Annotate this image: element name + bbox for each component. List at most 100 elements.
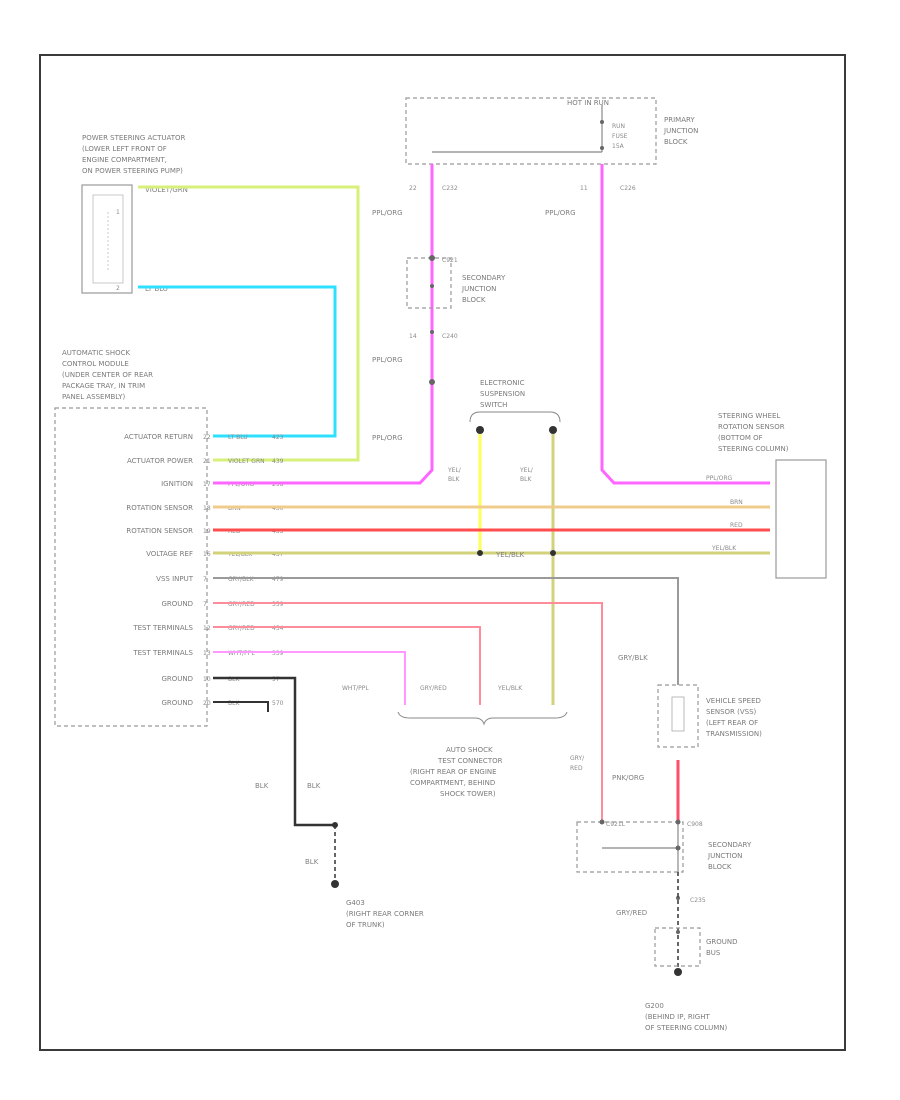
power-steering-actuator: POWER STEERING ACTUATOR (LOWER LEFT FRON… xyxy=(81,134,188,294)
primary-jb-label-3: BLOCK xyxy=(664,138,688,146)
lt-blu-wire xyxy=(138,285,337,438)
conn-c908: C908 xyxy=(687,821,703,828)
module-pin-circuit: 57 xyxy=(272,676,280,683)
g200-label-2: (BEHIND IP, RIGHT xyxy=(645,1013,710,1021)
module-pin-label: ACTUATOR RETURN xyxy=(124,433,193,441)
blk-label-1: BLK xyxy=(255,782,269,790)
sjb1-label-3: BLOCK xyxy=(462,296,486,304)
violet-grn-wire xyxy=(138,185,360,462)
module-pin-number: 16 xyxy=(203,551,211,558)
gry-red-label-1: GRY/ xyxy=(570,755,585,762)
vss-label-4: TRANSMISSION) xyxy=(705,730,762,738)
sjb1-label-1: SECONDARY xyxy=(462,274,506,282)
module-pin-label: VSS INPUT xyxy=(156,575,194,583)
gry-red-label-3: GRY/RED xyxy=(616,909,647,917)
sensor-label-1: STEERING WHEEL xyxy=(718,412,780,420)
blk-label-3: BLK xyxy=(305,858,319,866)
module-box xyxy=(54,407,208,727)
secondary-junction-block-2: C921L C908 SECONDARY JUNCTION BLOCK C235 xyxy=(576,819,752,904)
test-wire-3: YEL/BLK xyxy=(497,685,523,692)
module-pin-label: TEST TERMINALS xyxy=(132,649,193,657)
g200-label-3: OF STEERING COLUMN) xyxy=(645,1024,727,1032)
module-label-3: (UNDER CENTER OF REAR xyxy=(62,371,153,379)
vehicle-speed-sensor: VEHICLE SPEED SENSOR (VSS) (LEFT REAR OF… xyxy=(657,684,762,748)
sjb2-label-1: SECONDARY xyxy=(708,841,752,849)
module-label-4: PACKAGE TRAY, IN TRIM xyxy=(62,382,145,390)
pnk-org-label: PNK/ORG xyxy=(612,774,644,782)
conn-c232: C232 xyxy=(442,185,458,192)
test-conn-label-5: SHOCK TOWER) xyxy=(440,790,496,798)
shock-control-module: AUTOMATIC SHOCK CONTROL MODULE (UNDER CE… xyxy=(54,349,208,727)
module-pin-label: ROTATION SENSOR xyxy=(126,504,193,512)
fuse-label-3: 15A xyxy=(612,143,625,150)
module-pin-label: GROUND xyxy=(161,675,193,683)
sensor-wire-1: PPL/ORG xyxy=(706,475,732,482)
module-pin-wire: BLK xyxy=(228,676,240,683)
module-pin-circuit: 434 xyxy=(272,625,284,632)
g403-label-1: G403 xyxy=(346,899,365,907)
ppl-org-label-1: PPL/ORG xyxy=(372,209,403,217)
conn-c921: C921 xyxy=(442,257,458,264)
module-pin-wire: LT BLU xyxy=(228,434,248,441)
sjb2-label-3: BLOCK xyxy=(708,863,732,871)
module-label-5: PANEL ASSEMBLY) xyxy=(62,393,126,401)
switch-label-2: SUSPENSION xyxy=(480,390,525,398)
sensor-box xyxy=(775,459,827,579)
actuator-pin2: 2 xyxy=(116,285,120,292)
vss-label-1: VEHICLE SPEED xyxy=(706,697,761,705)
g403-label-2: (RIGHT REAR CORNER xyxy=(346,910,424,918)
module-label-1: AUTOMATIC SHOCK xyxy=(62,349,131,357)
diagram-frame xyxy=(39,54,846,1051)
conn-c226: C226 xyxy=(620,185,636,192)
module-pin-number: 21 xyxy=(203,458,211,465)
steering-rotation-sensor: STEERING WHEEL ROTATION SENSOR (BOTTOM O… xyxy=(706,412,827,579)
module-pin-number: 20 xyxy=(203,700,211,707)
switch-terminal-right xyxy=(549,426,557,434)
switch-label-3: SWITCH xyxy=(480,401,507,409)
ground-bus: GROUND BUS xyxy=(654,927,738,967)
module-pin-circuit: 423 xyxy=(272,434,284,441)
gry-blk-wire xyxy=(213,577,679,685)
gry-red-test-wire xyxy=(213,626,481,705)
module-pin-wire: VIOLET GRN xyxy=(228,458,265,465)
suspension-switch: ELECTRONIC SUSPENSION SWITCH YEL/ BLK YE… xyxy=(447,379,561,483)
actuator-wire1-label: VIOLET/GRN xyxy=(145,186,188,194)
module-pin-circuit: 439 xyxy=(272,458,284,465)
module-pin-circuit: 479 xyxy=(272,576,284,583)
fuse-label-1: RUN xyxy=(612,123,625,130)
module-pin-circuit: 359 xyxy=(272,601,284,608)
vss-label-3: (LEFT REAR OF xyxy=(706,719,758,727)
wht-ppl-test-wire xyxy=(213,651,406,705)
pin-22: 22 xyxy=(409,185,417,192)
module-pin-wire: GRY/RED xyxy=(228,625,255,632)
actuator-inner xyxy=(92,194,124,284)
sensor-wire-2: BRN xyxy=(730,499,743,506)
sensor-label-3: (BOTTOM OF xyxy=(718,434,763,442)
module-pin-number: 18 xyxy=(203,505,211,512)
module-pin-wire: WHT/PPL xyxy=(228,650,255,657)
gry-red-label-2: RED xyxy=(570,765,583,772)
gry-blk-label: GRY/BLK xyxy=(618,654,648,662)
blk-wire-2 xyxy=(213,701,269,712)
switch-wire-right-1: YEL/ xyxy=(519,467,534,474)
module-pin-circuit: 339 xyxy=(272,650,284,657)
module-pin-wire: BLK xyxy=(228,700,240,707)
module-pin-number: 19 xyxy=(203,528,211,535)
test-wire-1: WHT/PPL xyxy=(342,685,369,692)
sensor-label-4: STEERING COLUMN) xyxy=(718,445,789,453)
switch-label-1: ELECTRONIC xyxy=(480,379,525,387)
module-pin-number: 7 xyxy=(203,601,207,608)
secondary-junction-block-1: C921 SECONDARY JUNCTION BLOCK 14 C240 xyxy=(406,255,506,385)
g403-label-3: OF TRUNK) xyxy=(346,921,385,929)
sjb1-label-2: JUNCTION xyxy=(461,285,496,293)
test-conn-label-1: AUTO SHOCK xyxy=(446,746,493,754)
blk-label-2: BLK xyxy=(307,782,321,790)
g200-label-1: G200 xyxy=(645,1002,664,1010)
sensor-label-2: ROTATION SENSOR xyxy=(718,423,785,431)
switch-terminal-left xyxy=(476,426,484,434)
fuse-label-2: FUSE xyxy=(612,133,628,140)
gry-red-ground-wire xyxy=(213,602,603,822)
primary-jb-label-1: PRIMARY xyxy=(664,116,695,124)
test-conn-label-3: (RIGHT REAR OF ENGINE xyxy=(410,768,497,776)
